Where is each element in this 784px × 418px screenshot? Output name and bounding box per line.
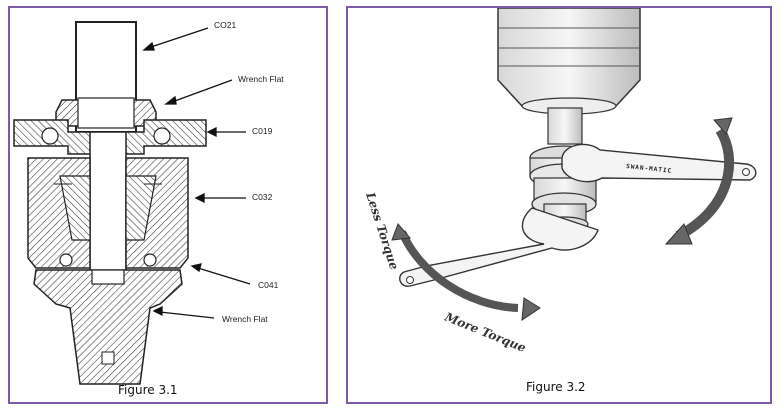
- more-torque-label: More Torque: [442, 309, 528, 355]
- callout-c019: C019: [252, 126, 273, 136]
- callout-c032: C032: [252, 192, 273, 202]
- wrench-adjustment-illustration: SWAN-MATIC Less Torque More Torque: [363, 8, 757, 355]
- callout-wrench-flat-top: Wrench Flat: [238, 74, 284, 84]
- figure-3-2-caption: Figure 3.2: [526, 380, 586, 394]
- figure-3-2-panel: SWAN-MATIC Less Torque More Torque Figur…: [346, 6, 772, 404]
- wrench-brand-label: SWAN-MATIC: [626, 163, 673, 175]
- callout-co21: CO21: [214, 20, 237, 30]
- callout-c041: C041: [258, 280, 279, 290]
- callout-wrench-flat-bottom: Wrench Flat: [222, 314, 268, 324]
- chuck-cross-section-drawing: [13, 21, 251, 385]
- figure-3-1-caption: Figure 3.1: [118, 383, 178, 397]
- figure-3-1-panel: CO21 Wrench Flat C019 C032 C041 Wrench F…: [8, 6, 328, 404]
